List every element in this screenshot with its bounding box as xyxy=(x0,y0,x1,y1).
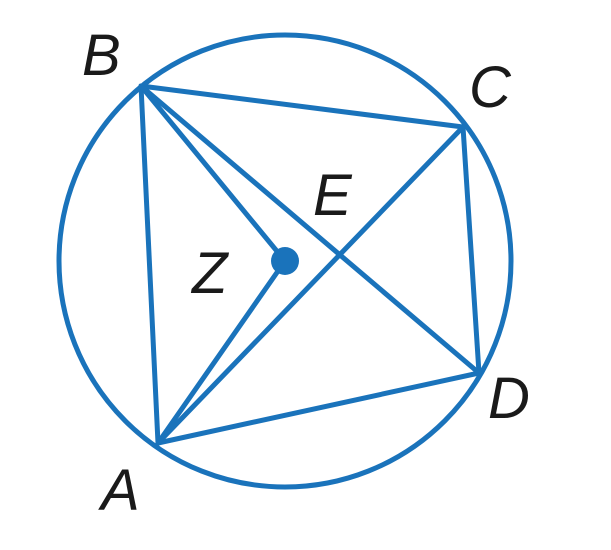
diagonal-ac xyxy=(155,124,466,446)
segment-da xyxy=(155,370,482,446)
label-c: C xyxy=(469,55,512,120)
center-point-z xyxy=(271,247,299,275)
label-d: D xyxy=(488,366,530,431)
diagonal-bd xyxy=(138,83,482,376)
segment-ab xyxy=(138,83,161,446)
segment-cd xyxy=(460,124,482,376)
radius-zb xyxy=(138,83,288,264)
label-z: Z xyxy=(190,241,230,306)
label-b: B xyxy=(82,23,121,88)
label-a: A xyxy=(98,458,140,523)
label-e: E xyxy=(313,163,353,228)
segment-bc xyxy=(138,83,466,130)
circle-z xyxy=(56,32,514,490)
radius-za xyxy=(155,258,288,446)
